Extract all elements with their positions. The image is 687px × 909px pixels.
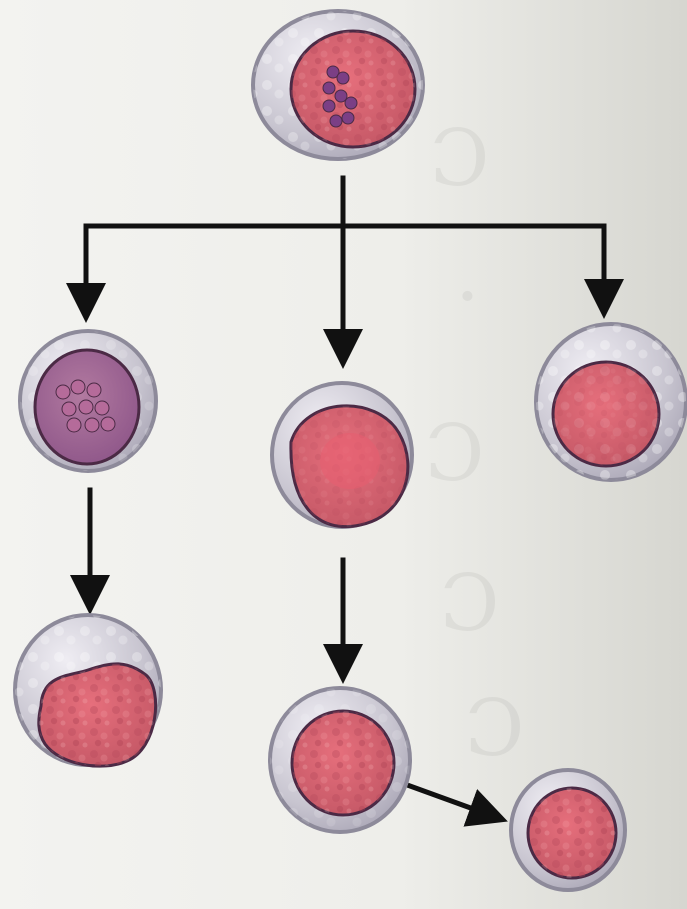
left-cell-1 — [20, 331, 156, 471]
svg-text:Ɔ: Ɔ — [425, 409, 485, 499]
final-cell — [511, 770, 625, 890]
middle-cell-1 — [272, 383, 412, 527]
stem-cell — [253, 11, 423, 159]
middle-cell-2 — [270, 688, 410, 832]
svg-text:Ɔ: Ɔ — [465, 684, 525, 774]
left-cell-2 — [15, 615, 161, 766]
svg-text:Ɔ: Ɔ — [430, 114, 490, 204]
svg-text:.: . — [455, 229, 480, 319]
svg-text:Ɔ: Ɔ — [440, 559, 500, 649]
right-cell-1 — [536, 324, 686, 480]
